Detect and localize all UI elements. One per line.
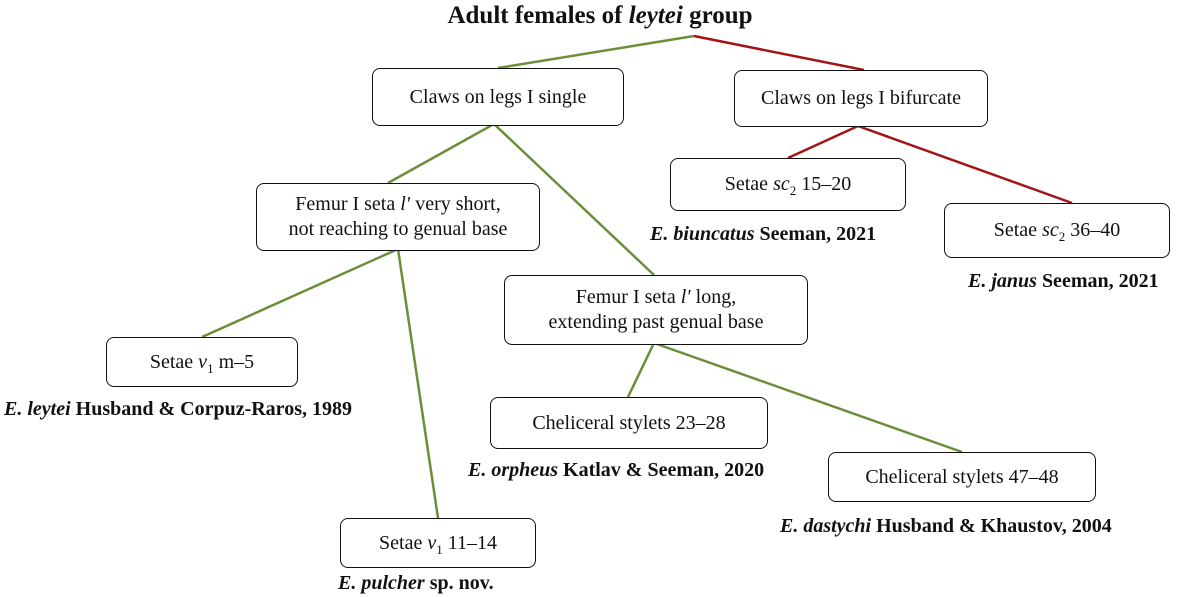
node-femur-long: Femur I seta l′ long, extending past gen…: [504, 275, 808, 345]
taxon-orpheus: E. orpheus Katlav & Seeman, 2020: [468, 459, 765, 481]
node-femur-short: Femur I seta l′ very short, not reaching…: [256, 183, 540, 251]
node-setae-v1-m-5: Setae v1 m–5: [106, 337, 298, 387]
taxon-pulcher: E. pulcher sp. nov.: [338, 572, 494, 594]
node-claws-bifurcate: Claws on legs I bifurcate: [734, 70, 988, 127]
green-connectors: [201, 34, 963, 519]
edge-claws-bifurcate-sc2-15: [787, 124, 859, 160]
edge-femur-long-chel-47: [653, 341, 963, 454]
taxon-janus: E. janus Seeman, 2021: [968, 270, 1159, 292]
edge-femur-short-v1-m5: [201, 247, 399, 339]
edge-claws-bifurcate-sc2-36: [857, 124, 1073, 205]
node-cheliceral-23-28: Cheliceral stylets 23–28: [490, 397, 768, 449]
red-connectors: [693, 34, 1073, 205]
taxon-leytei: E. leytei Husband & Corpuz-Raros, 1989: [4, 398, 352, 420]
edge-femur-long-chel-23: [626, 342, 656, 398]
taxon-dastychi: E. dastychi Husband & Khaustov, 2004: [780, 515, 1112, 537]
edge-femur-short-v1-11: [396, 248, 440, 519]
edge-claws-single-femur-long: [493, 123, 655, 276]
edge-root-claws-bifurcate: [693, 34, 865, 72]
edge-root-claws-single: [497, 34, 695, 70]
node-setae-v1-11-14: Setae v1 11–14: [340, 518, 536, 568]
node-cheliceral-47-48: Cheliceral stylets 47–48: [828, 452, 1096, 502]
node-setae-sc2-36-40: Setae sc2 36–40: [944, 203, 1170, 258]
node-setae-sc2-15-20: Setae sc2 15–20: [670, 158, 906, 211]
taxon-biuncatus: E. biuncatus Seeman, 2021: [650, 223, 877, 245]
diagram-title: Adult females of leytei group: [447, 2, 753, 29]
edge-claws-single-femur-short: [387, 122, 495, 185]
node-claws-single: Claws on legs I single: [372, 68, 624, 126]
